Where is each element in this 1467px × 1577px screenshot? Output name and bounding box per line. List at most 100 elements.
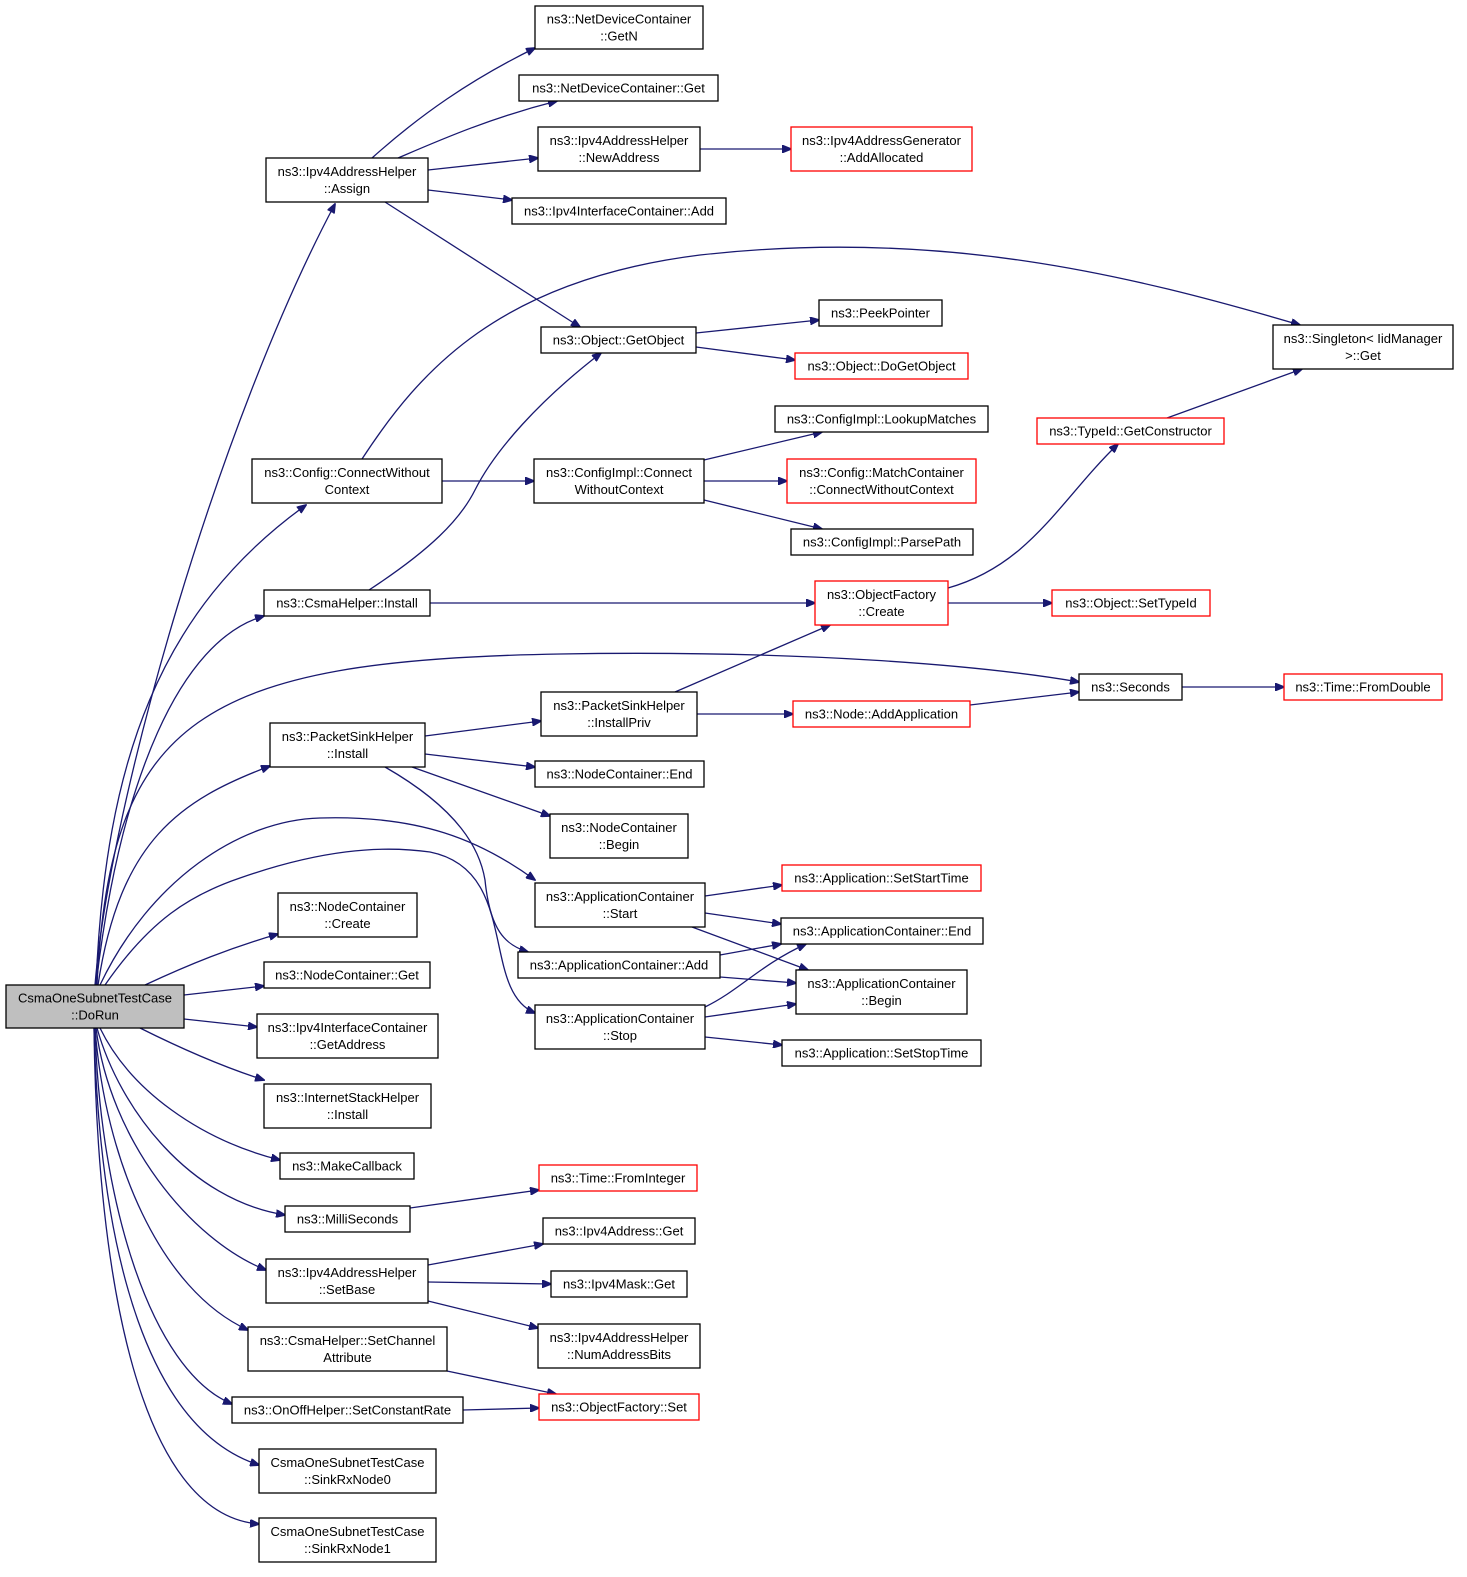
node-ipv4ah-numaddrbits[interactable]: ns3::Ipv4AddressHelper::NumAddressBits — [537, 1323, 701, 1369]
node-label: ns3::ApplicationContainer — [546, 889, 695, 904]
node-label: ::DoRun — [71, 1008, 119, 1023]
node-label: ns3::TypeId::GetConstructor — [1049, 424, 1212, 439]
node-label: ::GetN — [600, 29, 638, 44]
edge-csma_setchanattr-to-objfactory_set — [446, 1370, 556, 1394]
edge-object_getobject-to-object_dogetobject — [695, 346, 795, 360]
node-time-fromdouble[interactable]: ns3::Time::FromDouble — [1283, 673, 1443, 701]
node-nc-create[interactable]: ns3::NodeContainer::Create — [277, 892, 418, 938]
node-label: ns3::NodeContainer::Get — [275, 968, 419, 983]
node-config-connectwc[interactable]: ns3::Config::ConnectWithoutContext — [251, 458, 443, 504]
node-label: ns3::ApplicationContainer — [807, 976, 956, 991]
edge-root-to-ipv4ah_setbase — [95, 1027, 266, 1270]
edge-psh_install-to-nc_end — [424, 753, 535, 767]
edge-ipv4ah_assign-to-ndc_get — [397, 101, 557, 159]
node-label: Attribute — [323, 1350, 371, 1365]
node-object-getobject[interactable]: ns3::Object::GetObject — [540, 326, 697, 354]
node-label: ::Begin — [861, 993, 901, 1008]
node-app-setstop[interactable]: ns3::Application::SetStopTime — [781, 1039, 982, 1067]
edge-ipv4ah_setbase-to-ipv4ah_numaddrbits — [427, 1300, 538, 1328]
edge-typeid_getctor-to-singleton_get — [1166, 369, 1302, 419]
node-sinkrx0[interactable]: CsmaOneSubnetTestCase::SinkRxNode0 — [258, 1448, 437, 1494]
node-ipv4ah-newaddr[interactable]: ns3::Ipv4AddressHelper::NewAddress — [537, 126, 701, 172]
node-ac-end[interactable]: ns3::ApplicationContainer::End — [780, 917, 984, 945]
node-label: ::Install — [327, 1107, 368, 1122]
node-seconds[interactable]: ns3::Seconds — [1078, 673, 1183, 701]
node-label: ns3::NodeContainer::End — [547, 767, 693, 782]
node-ish-install[interactable]: ns3::InternetStackHelper::Install — [263, 1083, 432, 1129]
node-nc-get[interactable]: ns3::NodeContainer::Get — [263, 961, 431, 989]
node-onoff-setrate[interactable]: ns3::OnOffHelper::SetConstantRate — [231, 1396, 464, 1424]
node-sinkrx1[interactable]: CsmaOneSubnetTestCase::SinkRxNode1 — [258, 1517, 437, 1563]
node-label: ns3::Ipv4AddressHelper — [550, 1330, 689, 1345]
node-nc-begin[interactable]: ns3::NodeContainer::Begin — [549, 813, 689, 859]
node-peekpointer[interactable]: ns3::PeekPointer — [818, 299, 943, 327]
node-ipv4ic-add[interactable]: ns3::Ipv4InterfaceContainer::Add — [511, 197, 727, 225]
node-label: ns3::ObjectFactory — [827, 587, 937, 602]
node-app-setstart[interactable]: ns3::Application::SetStartTime — [781, 864, 982, 892]
edge-root-to-ipv4ic_getaddr — [183, 1018, 257, 1027]
edge-root-to-seconds — [96, 652, 1079, 986]
node-ndc-getn[interactable]: ns3::NetDeviceContainer::GetN — [534, 5, 704, 50]
node-configimpl-parsepath[interactable]: ns3::ConfigImpl::ParsePath — [790, 528, 974, 556]
edge-ipv4ah_assign-to-ipv4ic_add — [427, 189, 512, 200]
node-label: WithoutContext — [575, 482, 664, 497]
node-configimpl-lookup[interactable]: ns3::ConfigImpl::LookupMatches — [774, 405, 989, 433]
node-ipv4addr-get[interactable]: ns3::Ipv4Address::Get — [542, 1217, 696, 1245]
edge-root-to-psh_install — [97, 766, 270, 986]
node-psh-install[interactable]: ns3::PacketSinkHelper::Install — [269, 722, 426, 768]
node-psh-installpriv[interactable]: ns3::PacketSinkHelper::InstallPriv — [540, 691, 698, 737]
edge-root-to-ac_start — [99, 817, 535, 986]
edge-objfactory_create-to-typeid_getctor — [947, 444, 1118, 589]
edge-root-to-csma_setchanattr — [94, 1027, 248, 1330]
node-ac-start[interactable]: ns3::ApplicationContainer::Start — [534, 882, 706, 928]
edge-ipv4ah_setbase-to-ipv4addr_get — [427, 1244, 543, 1266]
node-time-frominteger[interactable]: ns3::Time::FromInteger — [538, 1164, 698, 1192]
node-label: CsmaOneSubnetTestCase — [271, 1455, 425, 1470]
node-ipv4ag-addalloc[interactable]: ns3::Ipv4AddressGenerator::AddAllocated — [790, 126, 973, 172]
node-label: CsmaOneSubnetTestCase — [18, 991, 172, 1006]
edge-root-to-ac_stop — [104, 848, 535, 1013]
node-ac-add[interactable]: ns3::ApplicationContainer::Add — [517, 951, 721, 979]
node-config-matchcontainer[interactable]: ns3::Config::MatchContainer::ConnectWith… — [786, 458, 977, 504]
node-ipv4ic-getaddr[interactable]: ns3::Ipv4InterfaceContainer::GetAddress — [256, 1013, 439, 1059]
node-label: ::Stop — [603, 1028, 637, 1043]
node-label: ns3::ApplicationContainer::End — [793, 924, 972, 939]
node-nc-end[interactable]: ns3::NodeContainer::End — [534, 760, 705, 788]
edge-root-to-sinkrx0 — [93, 1027, 259, 1465]
node-ipv4ah-setbase[interactable]: ns3::Ipv4AddressHelper::SetBase — [265, 1258, 429, 1304]
node-object-dogetobject[interactable]: ns3::Object::DoGetObject — [794, 352, 969, 380]
node-label: ns3::OnOffHelper::SetConstantRate — [244, 1403, 451, 1418]
node-node-addapp[interactable]: ns3::Node::AddApplication — [792, 700, 971, 728]
node-makecallback[interactable]: ns3::MakeCallback — [279, 1152, 415, 1180]
node-ac-begin[interactable]: ns3::ApplicationContainer::Begin — [795, 969, 968, 1015]
node-object-settypeid[interactable]: ns3::Object::SetTypeId — [1051, 589, 1211, 617]
node-csma-install[interactable]: ns3::CsmaHelper::Install — [263, 589, 431, 617]
node-label: ::AddAllocated — [840, 150, 924, 165]
node-label: ns3::ConfigImpl::ParsePath — [803, 535, 961, 550]
node-ipv4ah-assign[interactable]: ns3::Ipv4AddressHelper::Assign — [265, 157, 429, 203]
node-root[interactable]: CsmaOneSubnetTestCase::DoRun — [5, 984, 185, 1029]
node-label: ns3::NetDeviceContainer — [547, 12, 692, 27]
node-objfactory-create[interactable]: ns3::ObjectFactory::Create — [814, 580, 949, 626]
node-label: ::NumAddressBits — [567, 1347, 672, 1362]
node-label: ns3::Node::AddApplication — [805, 707, 958, 722]
edge-psh_install-to-ac_add — [384, 766, 528, 952]
edge-configimpl_connectwc-to-configimpl_lookup — [703, 432, 822, 461]
node-singleton-get[interactable]: ns3::Singleton< IidManager>::Get — [1272, 324, 1454, 370]
node-label: ns3::Ipv4InterfaceContainer::Add — [524, 204, 714, 219]
edge-root-to-config_connectwc — [95, 505, 306, 986]
node-ndc-get[interactable]: ns3::NetDeviceContainer::Get — [518, 74, 719, 102]
node-label: ns3::Object::GetObject — [553, 333, 685, 348]
edge-psh_install-to-nc_begin — [411, 766, 550, 816]
node-label: ns3::Singleton< IidManager — [1284, 331, 1443, 346]
node-label: ::Start — [603, 906, 638, 921]
node-label: ns3::ObjectFactory::Set — [551, 1400, 687, 1415]
node-milliseconds[interactable]: ns3::MilliSeconds — [284, 1205, 411, 1233]
node-typeid-getctor[interactable]: ns3::TypeId::GetConstructor — [1036, 417, 1225, 445]
node-ipv4mask-get[interactable]: ns3::Ipv4Mask::Get — [550, 1270, 688, 1298]
node-ac-stop[interactable]: ns3::ApplicationContainer::Stop — [534, 1004, 706, 1050]
node-objfactory-set[interactable]: ns3::ObjectFactory::Set — [538, 1393, 700, 1421]
node-configimpl-connectwc[interactable]: ns3::ConfigImpl::ConnectWithoutContext — [533, 458, 705, 504]
node-label: ns3::Seconds — [1091, 680, 1170, 695]
